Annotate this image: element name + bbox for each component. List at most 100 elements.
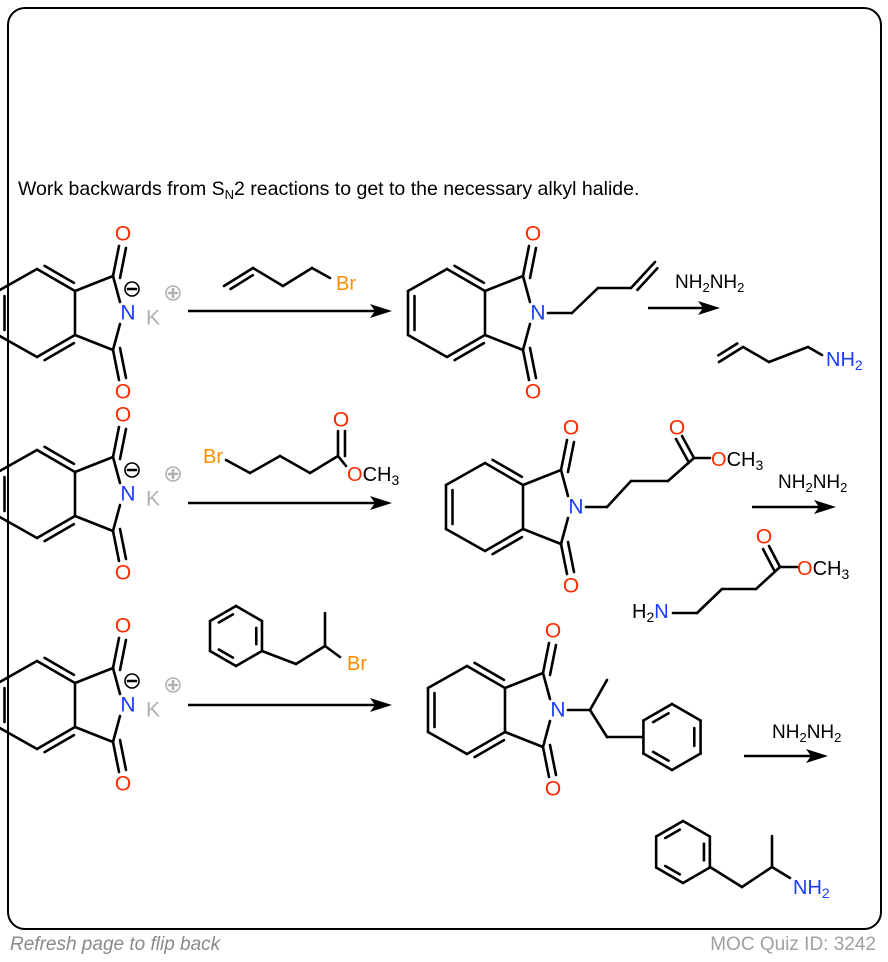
nitrogen-label: N [120, 483, 135, 506]
alkyl-halide-1: Br [222, 266, 356, 295]
bond [73, 725, 115, 744]
bond [770, 865, 792, 880]
bond [111, 348, 121, 382]
reaction-arrow-3 [188, 698, 392, 712]
bond [111, 455, 122, 485]
bond [111, 714, 122, 744]
oxygen-label: O [545, 778, 561, 801]
negative-charge-icon [124, 673, 140, 689]
bond [260, 649, 298, 666]
bond [73, 274, 115, 293]
bond [521, 527, 563, 546]
oxygen-label: O [115, 381, 131, 404]
bond [0, 334, 39, 359]
bond [681, 866, 712, 885]
hydrazine-reagent-3: NH2NH2 [772, 722, 841, 745]
bond [308, 454, 340, 475]
bond [444, 527, 487, 553]
bond [521, 244, 531, 278]
arrow-head [806, 749, 828, 763]
bond [740, 865, 774, 889]
bond [35, 267, 77, 293]
arrow-head [814, 500, 836, 514]
butenyl-chain [546, 260, 659, 315]
bond [680, 434, 696, 460]
bond [806, 345, 824, 357]
reaction-arrow-2 [188, 496, 392, 510]
bond [234, 604, 264, 623]
bond [111, 322, 122, 352]
methoxy-label: OCH3 [711, 449, 763, 473]
bond [111, 274, 122, 304]
arrow-head [370, 496, 392, 510]
oxygen-label: O [115, 615, 131, 638]
potassium-label: K [146, 307, 160, 330]
question-prompt: Work backwards from SN2 reactions to get… [18, 178, 639, 202]
bond [681, 819, 712, 838]
bond [541, 745, 551, 779]
bond [559, 542, 569, 576]
butanoate-chain: O OCH3 [584, 417, 763, 509]
bond [118, 638, 128, 672]
bond [670, 752, 702, 772]
bond [0, 448, 39, 473]
bond [444, 461, 487, 487]
bond [541, 641, 551, 675]
bond [636, 266, 659, 292]
bond [118, 427, 128, 461]
arrow-head [370, 304, 392, 318]
hydrazine-label: NH2NH2 [772, 722, 841, 745]
bond [605, 479, 633, 509]
bond [651, 750, 670, 763]
bond [111, 503, 122, 533]
bond [483, 461, 525, 487]
bond [642, 702, 674, 722]
bond [566, 440, 576, 474]
bond [73, 514, 115, 533]
quiz-card[interactable] [7, 7, 882, 930]
bond [465, 730, 507, 756]
bond [217, 648, 235, 659]
bond [651, 711, 670, 724]
bond [336, 454, 348, 468]
bond [208, 649, 238, 668]
bond [234, 649, 264, 668]
prompt-subscript: N [224, 187, 234, 202]
negative-charge-icon [124, 462, 140, 478]
flip-back-hint: Refresh page to flip back [10, 934, 221, 955]
bond [654, 866, 685, 885]
bond [248, 454, 282, 475]
bromine-label: Br [347, 653, 367, 675]
bond [717, 342, 739, 357]
prompt-text: Work backwards from S [18, 178, 225, 200]
bond [310, 266, 332, 280]
hydrazine-reagent-2: NH2NH2 [778, 472, 847, 495]
bond [453, 264, 486, 285]
oxygen-label: O [669, 417, 685, 440]
bond [426, 730, 469, 756]
bond [491, 535, 524, 556]
nitrogen-label: N [120, 302, 135, 325]
bond [588, 678, 609, 712]
oxygen-label: O [115, 773, 131, 796]
oxygen-label: O [525, 381, 541, 404]
bond [43, 522, 76, 543]
bond [559, 516, 570, 546]
nitrogen-label: N [530, 302, 545, 325]
bond [43, 733, 76, 754]
bond [473, 661, 506, 682]
oxygen-label: O [545, 620, 561, 643]
bond [453, 341, 486, 362]
phenylpropyl-chain [566, 678, 702, 772]
bond [118, 527, 128, 561]
bond [473, 738, 506, 759]
bond [111, 636, 121, 670]
alkyl-halide-3: Br [208, 604, 367, 675]
nitrogen-label: N [550, 699, 565, 722]
quiz-id: MOC Quiz ID: 3242 [710, 934, 876, 955]
bond [670, 702, 702, 722]
bond [73, 666, 115, 685]
bond [642, 752, 674, 772]
